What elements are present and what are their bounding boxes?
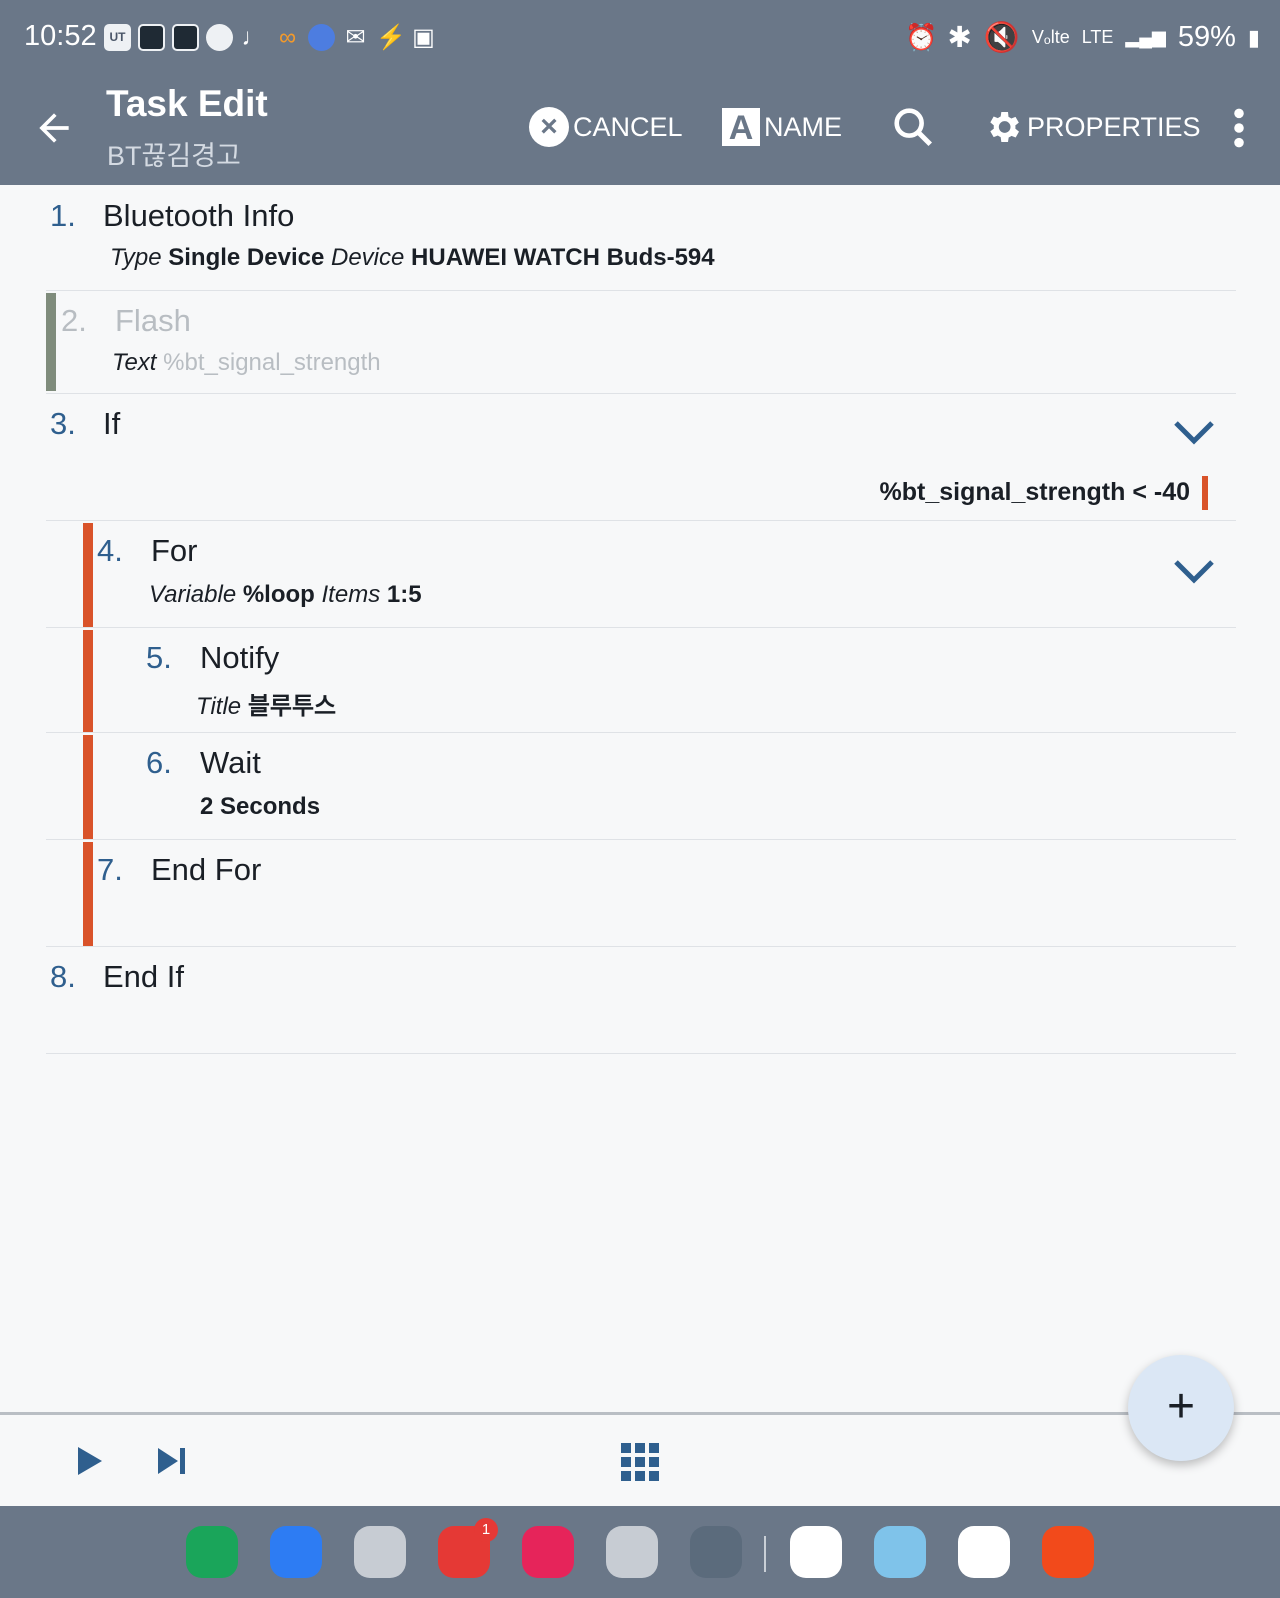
action-number: 7. bbox=[97, 852, 123, 887]
mute-icon: 🔇 bbox=[983, 21, 1020, 54]
dock-app-mail[interactable]: 1 bbox=[438, 1518, 498, 1578]
status-time: 10:52 bbox=[24, 20, 97, 52]
dock-app-drawer[interactable] bbox=[690, 1526, 742, 1578]
dock-app-folder[interactable] bbox=[354, 1526, 406, 1578]
music-icon: ♩ bbox=[241, 24, 266, 51]
dock-app-folder-2[interactable] bbox=[606, 1526, 658, 1578]
link-icon: ∞ bbox=[278, 24, 297, 51]
properties-label: PROPERTIES bbox=[1027, 111, 1201, 142]
action-args: 2 Seconds bbox=[200, 793, 321, 820]
block-bar bbox=[83, 735, 93, 839]
dock-app-aliexpress[interactable] bbox=[1042, 1526, 1094, 1578]
dock-app-twenty[interactable] bbox=[958, 1526, 1010, 1578]
chevron-down-icon[interactable] bbox=[1173, 420, 1215, 446]
dock-app-messages[interactable] bbox=[270, 1526, 322, 1578]
signal-icon: ▂▄▆ bbox=[1125, 27, 1166, 47]
mail-icon: ✉ bbox=[345, 24, 366, 51]
block-bar bbox=[83, 842, 93, 946]
chat-icon bbox=[206, 24, 233, 51]
ut-icon: UT bbox=[104, 24, 131, 51]
action-name: If bbox=[103, 406, 121, 441]
battery-level: 59% bbox=[1177, 21, 1236, 53]
bolt-icon: ⚡ bbox=[376, 24, 406, 51]
action-notify[interactable]: 5. Notify Title 블루투스 bbox=[46, 628, 1236, 733]
gear-icon bbox=[990, 112, 1019, 142]
action-if[interactable]: 3. If %bt_signal_strength < -40 bbox=[46, 394, 1236, 521]
back-arrow-icon[interactable] bbox=[32, 106, 76, 150]
plus-icon: + bbox=[1166, 1380, 1196, 1433]
cancel-button[interactable]: × CANCEL bbox=[529, 104, 683, 150]
mail-badge: 1 bbox=[474, 1518, 498, 1542]
bottom-toolbar bbox=[0, 1412, 1280, 1509]
app-bar: Task Edit BT끊김경고 × CANCEL A NAME PROPERT… bbox=[0, 78, 1280, 185]
cancel-label: CANCEL bbox=[573, 111, 683, 142]
action-end-if[interactable]: 8. End If bbox=[46, 947, 1236, 1054]
close-icon: × bbox=[529, 107, 569, 147]
status-right: ✱ 🔇 Vₒlte LTE ▂▄▆ 59% ▮ bbox=[947, 20, 1260, 55]
action-name: End For bbox=[151, 852, 262, 887]
task-name: BT끊김경고 bbox=[107, 141, 241, 171]
action-number: 3. bbox=[50, 406, 76, 441]
name-label: NAME bbox=[764, 111, 843, 142]
action-args: Text %bt_signal_strength bbox=[112, 349, 381, 376]
name-button[interactable]: A NAME bbox=[722, 104, 842, 150]
action-args: Type Single Device Device HUAWEI WATCH B… bbox=[110, 244, 715, 271]
action-number: 6. bbox=[146, 745, 172, 780]
action-name: Notify bbox=[200, 640, 280, 675]
action-args: Title 블루투스 bbox=[196, 693, 337, 720]
more-vert-icon[interactable] bbox=[1229, 106, 1249, 150]
search-icon[interactable] bbox=[890, 104, 936, 150]
condition-marker bbox=[1202, 476, 1208, 510]
image-icon: ▣ bbox=[412, 24, 435, 51]
page-title: Task Edit bbox=[106, 83, 268, 124]
properties-button[interactable]: PROPERTIES bbox=[983, 104, 1201, 150]
action-args: Variable %loop Items 1:5 bbox=[149, 581, 422, 608]
dock-app-phone[interactable] bbox=[186, 1526, 238, 1578]
app-dock: 1 bbox=[0, 1506, 1280, 1598]
dock-app-keep[interactable] bbox=[790, 1526, 842, 1578]
block-bar bbox=[83, 630, 93, 732]
chevron-down-icon[interactable] bbox=[1173, 559, 1215, 585]
action-name: End If bbox=[103, 959, 184, 994]
action-end-for[interactable]: 7. End For bbox=[46, 840, 1236, 947]
grid-icon[interactable] bbox=[621, 1443, 659, 1481]
action-name: Flash bbox=[115, 303, 191, 338]
action-number: 4. bbox=[97, 533, 123, 568]
add-action-button[interactable]: + bbox=[1128, 1355, 1234, 1461]
block-bar bbox=[83, 523, 93, 627]
app-icon bbox=[138, 24, 165, 51]
play-icon[interactable] bbox=[76, 1445, 104, 1477]
volte-label: Vₒlte bbox=[1031, 27, 1070, 47]
alarm-icon: ⏰ bbox=[905, 22, 938, 52]
letter-a-icon: A bbox=[722, 108, 760, 147]
action-number: 8. bbox=[50, 959, 76, 994]
action-number: 2. bbox=[61, 303, 87, 338]
action-flash[interactable]: 2. Flash Text %bt_signal_strength bbox=[46, 291, 1236, 394]
action-for[interactable]: 4. For Variable %loop Items 1:5 bbox=[46, 521, 1236, 628]
action-name: Wait bbox=[200, 745, 261, 780]
action-wait[interactable]: 6. Wait 2 Seconds bbox=[46, 733, 1236, 840]
if-condition: %bt_signal_strength < -40 bbox=[879, 478, 1191, 506]
notification-icons: UT ♩ ∞ ✉ ⚡ ▣ bbox=[104, 24, 437, 51]
dock-app-camera[interactable] bbox=[522, 1526, 574, 1578]
action-number: 5. bbox=[146, 640, 172, 675]
battery-icon: ▮ bbox=[1247, 24, 1260, 50]
action-name: For bbox=[151, 533, 198, 568]
status-bar: 10:52 UT ♩ ∞ ✉ ⚡ ▣ ⏰ ✱ 🔇 Vₒlte LTE ▂▄▆ 5… bbox=[0, 0, 1280, 78]
dock-app-sticker[interactable] bbox=[874, 1526, 926, 1578]
gem-icon bbox=[308, 24, 335, 51]
action-name: Bluetooth Info bbox=[103, 198, 295, 233]
dock-divider bbox=[764, 1536, 766, 1572]
app-icon bbox=[172, 24, 199, 51]
bluetooth-icon: ✱ bbox=[947, 22, 972, 54]
action-bluetooth-info[interactable]: 1. Bluetooth Info Type Single Device Dev… bbox=[46, 186, 1236, 291]
step-forward-icon[interactable] bbox=[156, 1445, 188, 1477]
disabled-bar bbox=[46, 293, 56, 391]
network-label: LTE bbox=[1081, 27, 1114, 47]
action-number: 1. bbox=[50, 198, 76, 233]
